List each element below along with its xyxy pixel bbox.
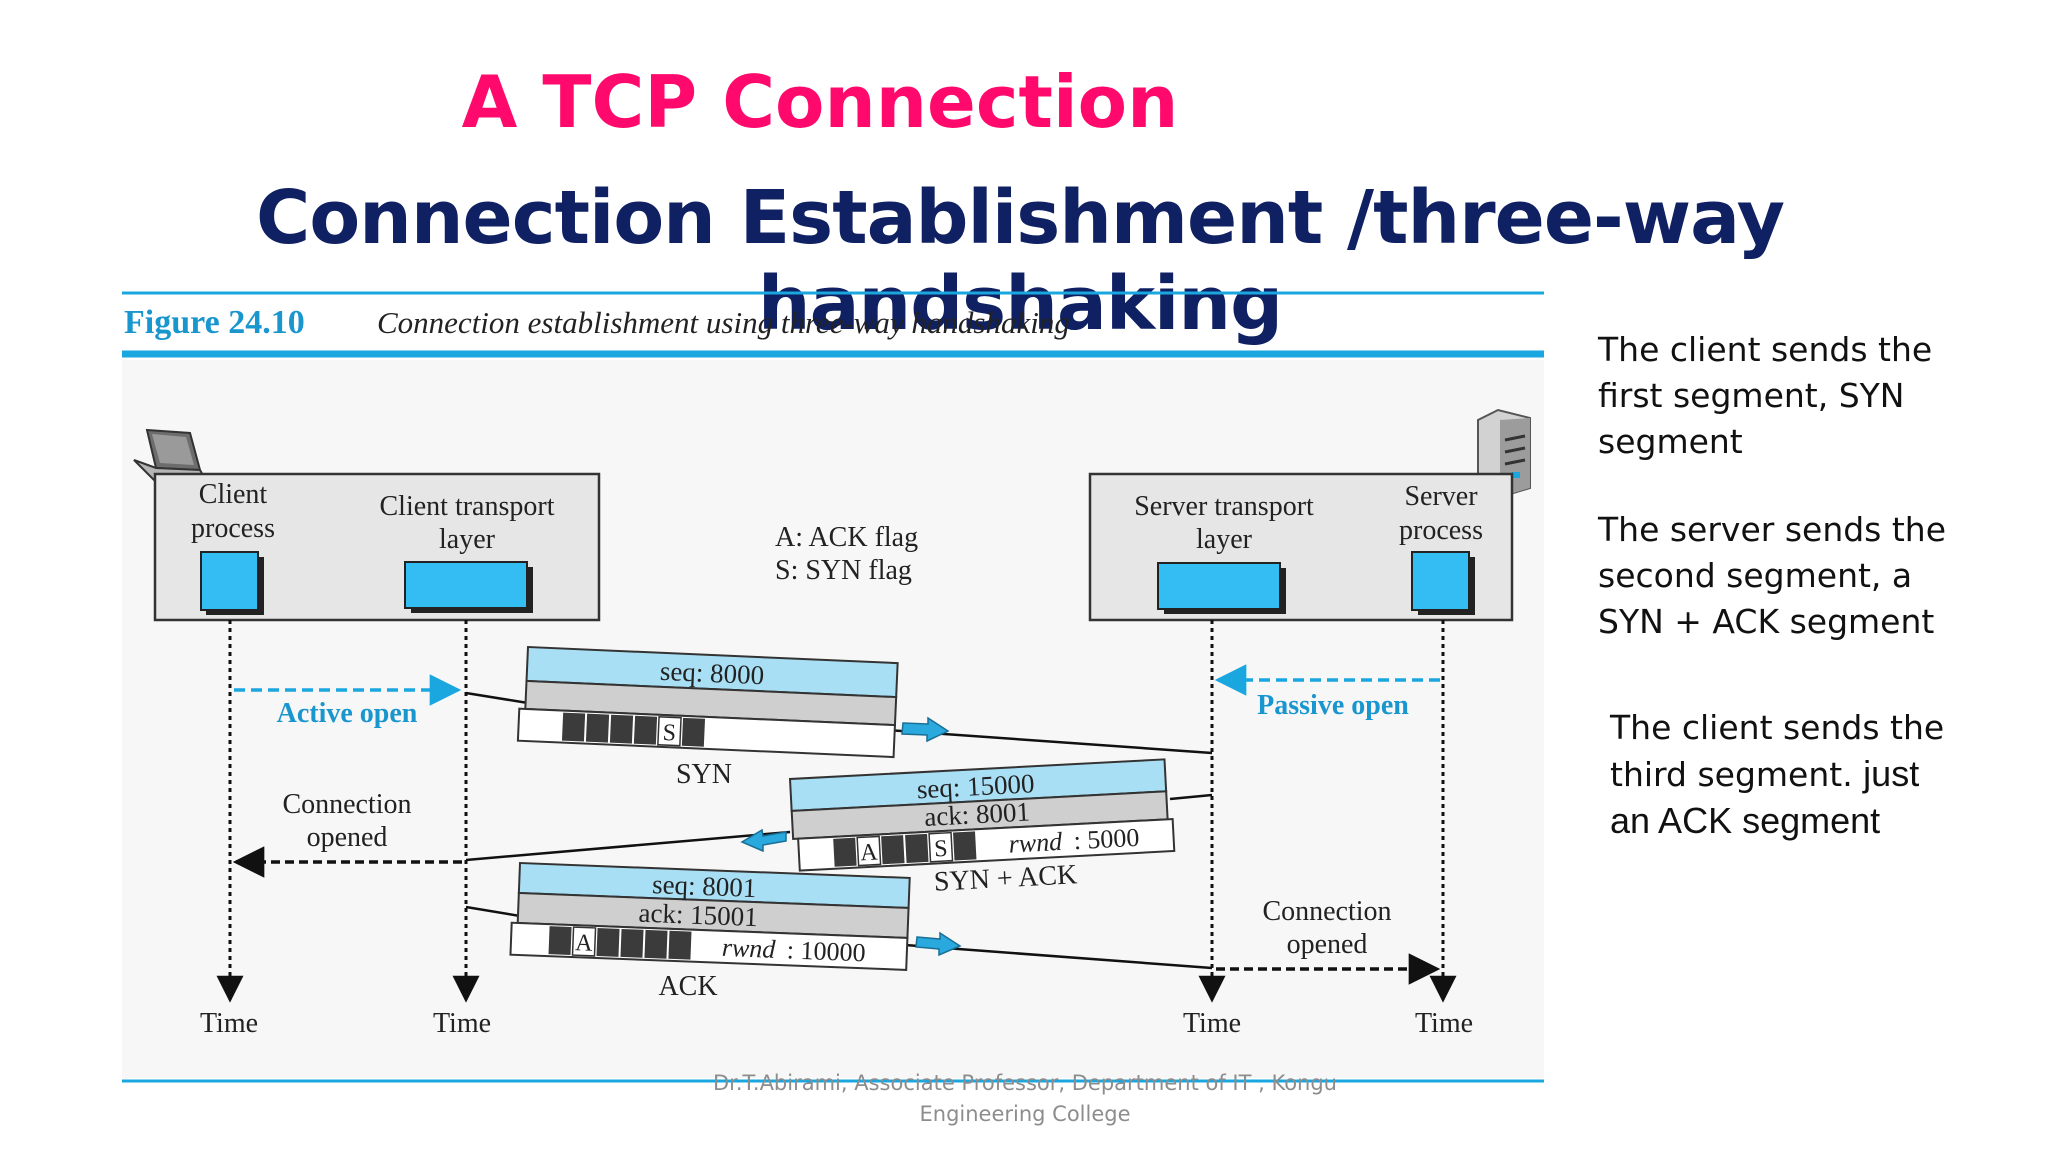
synack-flag-s: S [934,836,949,863]
time-label-client-transport: Time [433,1008,491,1039]
client-conn-opened-line2: opened [307,822,388,853]
ack-rwnd-key: rwnd [721,933,777,964]
server-process-square [1411,551,1470,611]
note-line: SYN + ACK segment [1598,602,1935,641]
time-label-client-process: Time [200,1008,258,1039]
server-box: Server transport layer Server process [1088,472,1514,622]
client-transport-label-2: layer [439,524,496,555]
synack-rwnd-value: : 5000 [1073,823,1140,855]
client-transport-square [404,561,528,609]
client-box: Client process Client transport layer [153,472,601,622]
time-label-server-process: Time [1415,1008,1473,1039]
syn-flag-s: S [662,720,676,747]
slide-title: A TCP Connection [461,60,1179,144]
client-process-label: Client [199,479,268,510]
note-line: segment [1598,422,1743,461]
ack-rwnd-value: : 10000 [786,935,866,967]
note-third-segment: The client sends the third segment. just… [1610,705,2030,844]
figure-caption: Connection establishment using three-way… [377,305,1070,340]
slide-subtitle: Connection Establishment /three-way hand… [256,175,1785,347]
ack-label: ACK [658,971,717,1002]
figure-number: Figure 24.10 [124,304,305,341]
server-conn-opened-line1: Connection [1262,896,1391,927]
note-line: third segment. just [1610,751,2030,798]
note-first-segment: The client sends the first segment, SYN … [1598,327,2018,465]
synack-path-left [465,830,791,862]
syn-path-left [465,691,529,705]
client-conn-opened-line1: Connection [282,789,411,820]
ack-path-left [465,905,521,918]
server-process-label: Server [1404,481,1478,512]
server-conn-opened-line2: opened [1287,929,1368,960]
server-transport-square [1157,562,1281,610]
footer-line: Dr.T.Abirami, Associate Professor, Depar… [713,1071,1337,1095]
ack-ack: ack: 15001 [638,898,758,933]
synack-segment: seq: 15000 ack: 8001 A S rwnd : 5000 [788,758,1176,872]
syn-segment: seq: 8000 S [516,645,899,759]
synack-ack: ack: 8001 [924,797,1031,832]
syn-label: SYN [676,759,732,790]
legend-syn: S: SYN flag [775,555,912,586]
note-text: third segment. [1610,755,1864,794]
note-line: second segment, a [1598,556,1913,595]
server-transport-label-2: layer [1196,524,1253,555]
synack-label: SYN + ACK [933,859,1078,897]
note-second-segment: The server sends the second segment, a S… [1598,507,2018,645]
footer-line: Engineering College [919,1102,1131,1126]
ack-seq: seq: 8001 [652,869,757,903]
server-transport-label: Server transport [1134,491,1314,522]
note-line: first segment, SYN [1598,376,1905,415]
note-line: The server sends the [1598,510,1947,549]
ack-flag-a: A [575,930,594,957]
syn-seq: seq: 8000 [659,656,764,691]
client-transport-label: Client transport [380,491,555,522]
synack-direction-arrow [740,828,787,853]
synack-flag-a: A [860,839,879,866]
footer-credit: Dr.T.Abirami, Associate Professor, Depar… [700,1068,1350,1130]
server-process-label-2: process [1399,515,1483,546]
client-process-label-2: process [191,513,275,544]
active-open-label: Active open [277,698,418,729]
ack-direction-arrow [915,931,962,957]
legend-ack: A: ACK flag [775,522,918,553]
synack-seq: seq: 15000 [916,768,1035,804]
passive-open-label: Passive open [1257,690,1409,721]
synack-rwnd-key: rwnd [1008,827,1064,859]
note-line: The client sends the [1610,708,1945,747]
note-line: The client sends the [1598,330,1933,369]
time-label-server-transport: Time [1183,1008,1241,1039]
synack-path-right [1169,793,1213,801]
syn-direction-arrow [901,716,950,743]
ack-path-right [904,943,1213,970]
ack-segment: seq: 8001 ack: 15001 A rwnd : 10000 [509,861,911,971]
note-text-emphasis: just [1863,753,1920,794]
note-line: an ACK segment [1610,800,1881,841]
client-process-square [200,551,259,611]
